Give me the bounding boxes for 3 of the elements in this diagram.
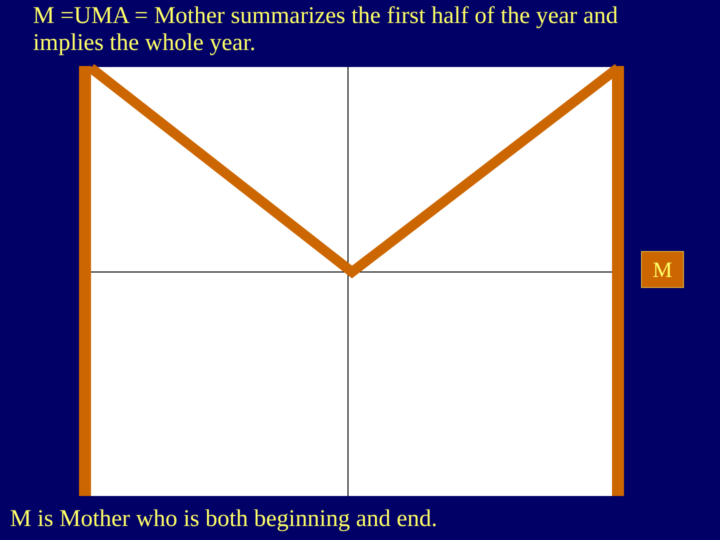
slide-caption: M is Mother who is both beginning and end. (10, 506, 438, 533)
letter-tile: M (641, 251, 684, 288)
slide-title: M =UMA = Mother summarizes the first half of the year and implies the whole year. (33, 3, 619, 57)
